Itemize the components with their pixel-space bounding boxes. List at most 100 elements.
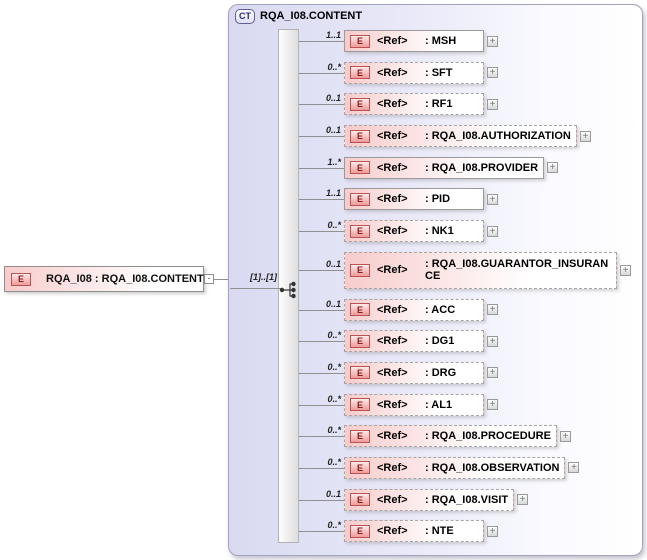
element-box[interactable]: E <Ref> : ACC [344,298,484,321]
ref-label: <Ref> [377,130,408,143]
cardinality-label: 0..* [327,220,341,231]
expand-icon[interactable]: + [487,98,498,110]
ref-label: <Ref> [377,525,408,538]
expand-icon[interactable]: + [487,193,498,205]
connector-line [214,279,228,280]
element-box[interactable]: E <Ref> : PID [344,188,484,211]
element-icon: E [350,66,370,80]
element-box[interactable]: E <Ref> : RQA_I08.PROCEDURE [344,425,557,448]
child-element-row: 1..1 E <Ref> : MSH + [299,30,498,52]
ref-label: <Ref> [377,366,408,379]
cardinality-label: 0..* [327,425,341,436]
element-type-name: : RF1 [425,98,453,111]
element-type-name: : NTE [425,525,454,538]
connector-line: 0..* [299,62,344,84]
expand-icon[interactable]: + [487,335,498,347]
element-icon: E [350,161,370,175]
expand-icon[interactable]: + [487,67,498,79]
element-icon: E [350,461,370,475]
child-element-row: 0..1 E <Ref> : RQA_I08.GUARANTOR_INSURAN… [299,251,631,289]
cardinality-label: [1]..[1] [250,272,277,282]
connector-line: 0..* [299,362,344,384]
connector-line: 0..* [299,220,344,242]
element-box[interactable]: E <Ref> : MSH [344,30,484,52]
connector-line: 0..* [299,330,344,352]
element-icon: E [350,524,370,538]
element-icon: E [350,493,370,507]
cardinality-label: 1..1 [325,188,341,199]
element-type-name: : AL1 [425,398,453,411]
element-icon: E [11,272,31,286]
connector-line: 1..* [299,157,344,179]
expand-icon[interactable]: + [487,399,498,411]
child-element-row: 1..1 E <Ref> : PID + [299,188,498,211]
connector-line [230,288,281,289]
child-element-row: 0..1 E <Ref> : RQA_I08.AUTHORIZATION + [299,125,591,148]
element-box[interactable]: E <Ref> : AL1 [344,393,484,416]
collapse-icon[interactable]: - [204,274,214,284]
element-icon: E [350,129,370,143]
expand-icon[interactable]: + [487,367,498,379]
element-box[interactable]: E <Ref> : NK1 [344,220,484,243]
element-icon: E [350,334,370,348]
cardinality-label: 0..* [327,61,341,72]
element-icon: E [350,224,370,238]
ref-label: <Ref> [377,430,408,443]
connector-line: 0..1 [299,489,344,511]
sequence-bar [278,29,299,543]
cardinality-label: 0..* [327,361,341,372]
connector-line: 0..1 [299,93,344,115]
element-type-name: : RQA_I08.OBSERVATION [425,461,560,474]
child-element-row: 0..* E <Ref> : NTE + [299,520,498,543]
connector-line: 1..1 [299,30,344,52]
cardinality-label: 0..* [327,456,341,467]
element-box[interactable]: E <Ref> : DRG [344,361,484,384]
child-element-row: 0..* E <Ref> : RQA_I08.PROCEDURE + [299,425,571,448]
expand-icon[interactable]: + [559,430,571,442]
ref-label: <Ref> [377,193,408,206]
element-box[interactable]: E <Ref> : SFT [344,61,484,84]
root-element-box[interactable]: E RQA_I08 : RQA_I08.CONTENT [4,266,204,292]
expand-icon[interactable]: + [517,494,529,506]
element-box[interactable]: E <Ref> : RF1 [344,93,484,116]
expand-icon[interactable]: + [547,162,559,174]
child-element-row: 0..1 E <Ref> : RQA_I08.VISIT + [299,488,529,511]
element-type-name: : RQA_I08.AUTHORIZATION [425,130,571,143]
expand-icon[interactable]: + [620,264,631,276]
child-element-row: 0..1 E <Ref> : RF1 + [299,93,498,116]
root-element-label: RQA_I08 : RQA_I08.CONTENT [46,273,204,285]
element-box[interactable]: E <Ref> : RQA_I08.VISIT [344,488,515,511]
element-type-name: : ACC [425,303,456,316]
element-type-name: : RQA_I08.GUARANTOR_INSURANCE [425,258,609,283]
expand-icon[interactable]: + [487,525,498,537]
connector-line: 0..* [299,425,344,447]
child-element-row: 0..1 E <Ref> : ACC + [299,298,498,321]
element-box[interactable]: E <Ref> : RQA_I08.GUARANTOR_INSURANCE [344,251,617,289]
element-icon: E [350,429,370,443]
expand-icon[interactable]: + [487,35,498,47]
cardinality-label: 0..* [327,520,341,531]
ref-label: <Ref> [377,493,408,506]
element-box[interactable]: E <Ref> : RQA_I08.PROVIDER [344,156,545,179]
element-icon: E [350,398,370,412]
expand-icon[interactable]: + [487,304,498,315]
cardinality-label: 0..* [327,330,341,341]
element-type-name: : RQA_I08.PROVIDER [425,161,539,174]
expand-icon[interactable]: + [487,225,498,237]
connector-line: 0..1 [299,252,344,289]
element-box[interactable]: E <Ref> : RQA_I08.OBSERVATION [344,456,566,479]
expand-icon[interactable]: + [579,130,591,142]
element-type-name: : PID [425,193,451,206]
connector-line: 0..* [299,394,344,416]
element-box[interactable]: E <Ref> : DG1 [344,330,484,353]
ref-label: <Ref> [377,66,408,79]
ref-label: <Ref> [377,461,408,474]
element-box[interactable]: E <Ref> : RQA_I08.AUTHORIZATION [344,125,577,148]
element-icon: E [350,97,370,111]
ref-label: <Ref> [377,98,408,111]
ref-label: <Ref> [377,398,408,411]
connector-line: 0..1 [299,299,344,321]
expand-icon[interactable]: + [568,462,580,474]
element-box[interactable]: E <Ref> : NTE [344,520,484,543]
